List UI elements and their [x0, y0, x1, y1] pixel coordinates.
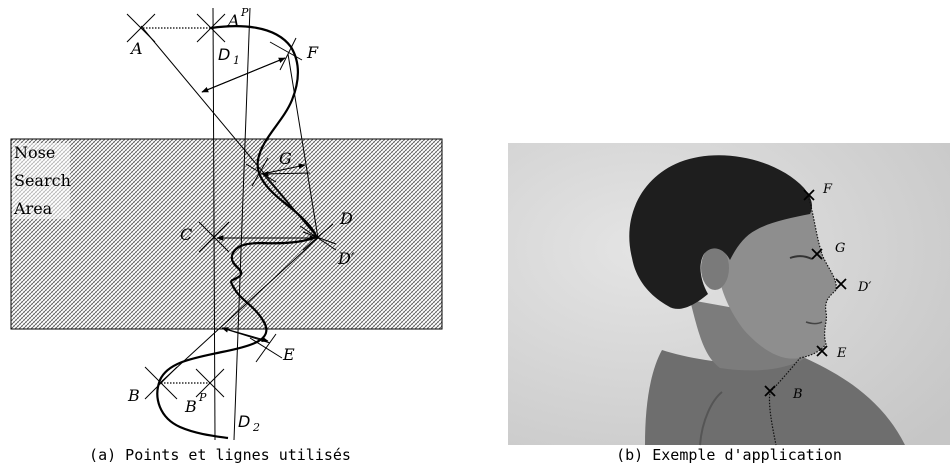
photo-marker-dprime — [835, 278, 847, 290]
photo-label-b: B — [792, 387, 803, 402]
label-bp-sup: P — [198, 391, 207, 404]
photo-marker-g — [811, 248, 823, 260]
nose-area-label-line1: Nose — [14, 143, 55, 162]
photo-marker-e — [816, 345, 828, 357]
label-g: G — [279, 149, 292, 168]
line-f-d — [287, 53, 319, 239]
marker-d — [299, 223, 337, 251]
label-d1-sub: 1 — [233, 54, 240, 67]
person-face — [718, 196, 837, 359]
label-d1: D — [218, 45, 230, 64]
line-d1 — [212, 7, 216, 441]
panel-a-diagram: Nose Search Area — [10, 6, 443, 441]
label-dprime: D′ — [337, 249, 355, 268]
caption-a: (a) Points et lignes utilisés — [89, 446, 351, 464]
marker-b — [144, 366, 178, 400]
caption-b: (b) Exemple d'application — [616, 446, 842, 464]
line-d2 — [233, 7, 251, 441]
marker-e — [249, 333, 283, 363]
label-d: D — [339, 209, 353, 228]
line-a-d — [140, 25, 319, 239]
label-ap: A — [226, 11, 240, 30]
label-d2: D — [238, 412, 250, 431]
label-b: B — [127, 386, 140, 405]
nose-search-area — [10, 138, 443, 330]
marker-bp — [195, 368, 225, 398]
photo-label-f: F — [822, 182, 833, 197]
panel-b-photo: F G D′ E B — [508, 143, 950, 446]
nose-area-label-line2: Search — [14, 171, 71, 190]
marker-f — [269, 37, 303, 71]
label-f: F — [306, 43, 319, 62]
line-d-b — [160, 237, 319, 383]
marker-ap — [196, 13, 226, 43]
label-c: C — [180, 225, 192, 244]
marker-c — [198, 221, 230, 253]
photo-label-dprime: D′ — [857, 280, 871, 295]
photo-marker-b — [764, 385, 776, 397]
construction-lines — [140, 7, 319, 441]
profile-curve — [156, 25, 318, 440]
label-e: E — [282, 345, 295, 364]
person-ear — [701, 246, 729, 290]
label-d2-sub: 2 — [252, 421, 260, 434]
marker-a — [126, 13, 156, 43]
photo-label-e: E — [836, 346, 847, 361]
marker-g — [245, 157, 277, 187]
photo-point-markers — [764, 189, 847, 397]
label-bp: B — [184, 397, 197, 416]
label-ap-sup: P — [240, 6, 249, 19]
person-shirt — [645, 350, 905, 445]
nose-area-label-bg — [12, 143, 70, 219]
label-a: A — [129, 39, 143, 58]
line-g-d — [261, 172, 319, 239]
nose-area-label-line3: Area — [13, 199, 53, 218]
point-markers — [126, 13, 337, 400]
photo-marker-f — [803, 189, 815, 201]
photo-label-g: G — [835, 241, 845, 256]
person-hair — [629, 155, 812, 309]
